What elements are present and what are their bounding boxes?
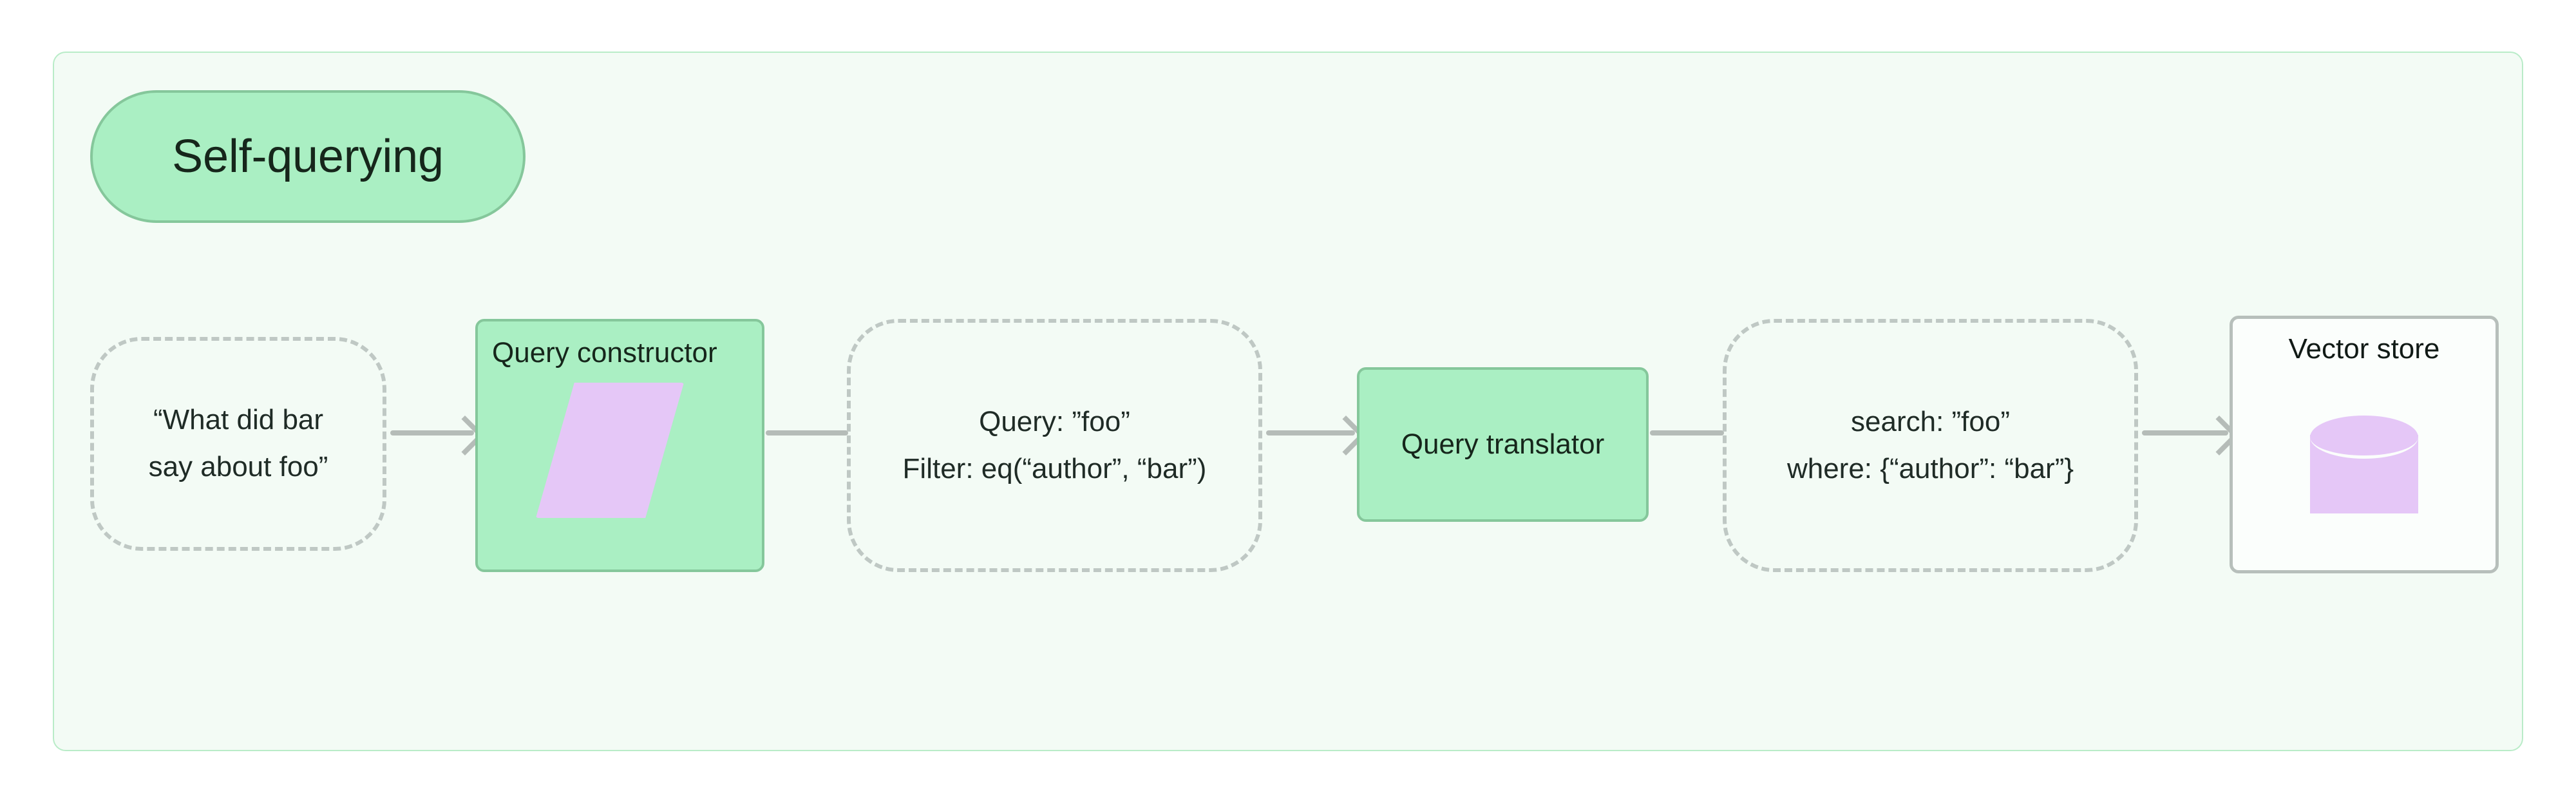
edge-query-constructor-to-query-filter (766, 430, 848, 436)
node-translated-search-line-2: where: {“author”: “bar”} (1786, 452, 2074, 484)
cylinder-top-cap (2310, 416, 2418, 459)
node-user-question-line-1: “What did bar (153, 404, 324, 436)
node-query-constructor: Query constructor (475, 319, 764, 572)
node-translated-search: search: ”foo” where: {“author”: “bar”} (1723, 319, 2138, 572)
edge-search-where-to-vector-store (2142, 430, 2228, 436)
node-user-question-line-2: say about foo” (148, 451, 328, 483)
subgraph-title-label: Self-querying (172, 131, 444, 182)
node-query-constructor-label: Query constructor (492, 337, 717, 368)
node-user-question-lines: “What did bar say about foo” (149, 404, 328, 483)
node-structured-query: Query: ”foo” Filter: eq(“author”, “bar”) (847, 319, 1262, 572)
node-structured-query-line-2: Filter: eq(“author”, “bar”) (902, 452, 1207, 484)
node-vector-store: Vector store (2230, 316, 2499, 573)
database-cylinder-icon (2310, 416, 2418, 533)
node-query-translator: Query translator (1357, 367, 1649, 522)
node-user-question: “What did bar say about foo” (90, 337, 386, 551)
node-translated-search-lines: search: ”foo” where: {“author”: “bar”} (1787, 406, 2074, 485)
node-structured-query-line-1: Query: ”foo” (979, 405, 1130, 437)
parallelogram-icon (536, 383, 684, 518)
edge-query-translator-to-search-where (1650, 430, 1724, 436)
edge-query-filter-to-query-translator (1266, 430, 1355, 436)
node-translated-search-line-1: search: ”foo” (1851, 405, 2010, 437)
node-structured-query-lines: Query: ”foo” Filter: eq(“author”, “bar”) (903, 406, 1207, 485)
node-vector-store-label: Vector store (2288, 333, 2440, 365)
node-query-translator-label: Query translator (1401, 428, 1605, 460)
subgraph-title-pill: Self-querying (90, 90, 526, 223)
edge-question-to-query-constructor (390, 430, 474, 436)
